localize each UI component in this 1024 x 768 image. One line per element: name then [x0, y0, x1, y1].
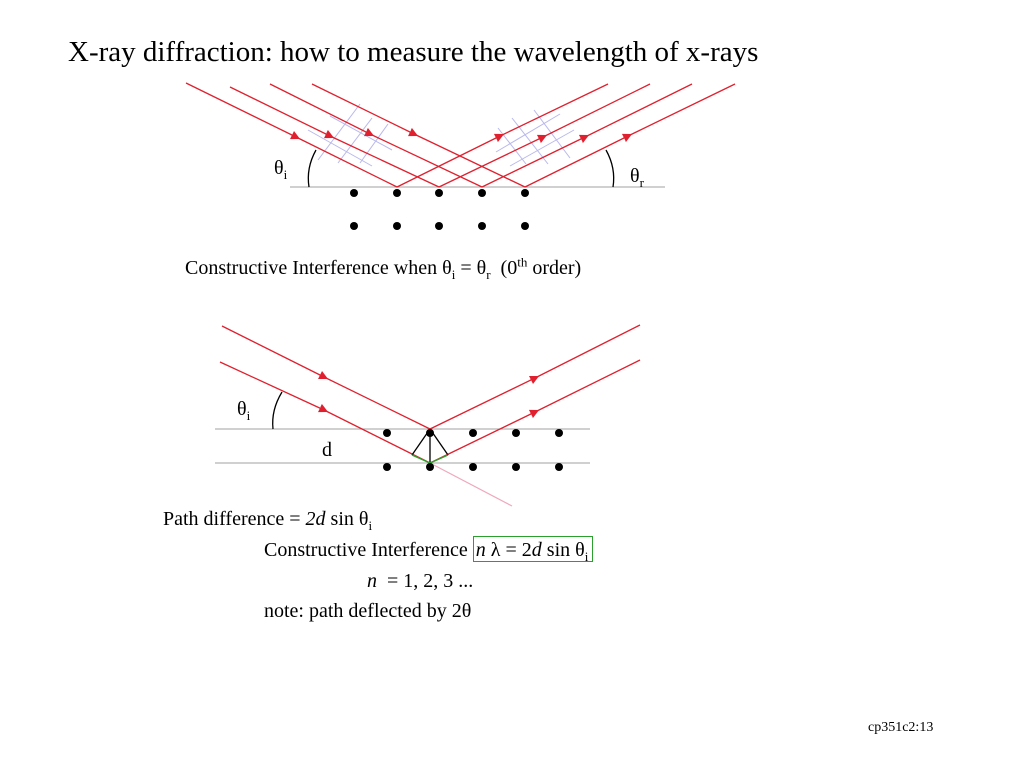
extra-path-segments — [411, 454, 449, 464]
bragg-equation-box: n λ = 2d sin θi — [472, 536, 594, 563]
atom-lattice-2 — [383, 429, 563, 471]
incident-rays-2 — [219, 325, 431, 464]
constructive-caption: Constructive Interference when θi = θr (… — [185, 254, 582, 282]
slide-footer: cp351c2:13 — [868, 720, 934, 735]
slide-title: X-ray diffraction: how to measure the wa… — [68, 36, 759, 68]
constructive-interference-text: Constructive Interference n λ = 2d sin θ… — [264, 536, 594, 563]
wavefronts-incident — [307, 103, 393, 167]
incident-rays-1 — [185, 82, 526, 188]
theta-r-label: θr — [630, 165, 644, 190]
wavefronts-reflected — [495, 109, 575, 167]
diagram2 — [215, 324, 641, 507]
reflected-angle-arc — [605, 149, 615, 188]
atom-lattice-1 — [350, 189, 529, 230]
n-values-text: n = 1, 2, 3 ... — [367, 570, 474, 592]
incident-angle-arc-2 — [272, 391, 283, 430]
incident-angle-arc — [307, 149, 317, 188]
deflection-note: note: path deflected by 2θ — [264, 600, 472, 622]
spacing-d-label: d — [322, 439, 332, 461]
diagram1 — [185, 82, 736, 230]
reflected-rays-1 — [396, 83, 736, 188]
reflected-rays-2 — [429, 324, 641, 464]
theta-i-label-2: θi — [237, 398, 251, 423]
theta-i-label: θi — [274, 157, 288, 182]
transmitted-extension — [429, 462, 513, 507]
path-difference-text: Path difference = 2d sin θi — [163, 508, 373, 533]
